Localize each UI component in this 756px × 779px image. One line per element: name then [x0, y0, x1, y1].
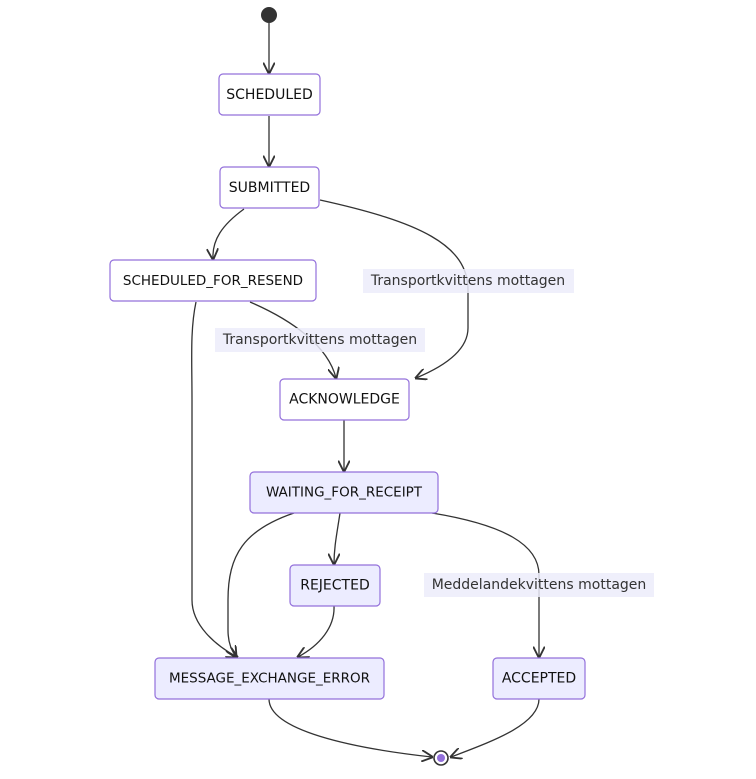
- state-message-exchange-error-label: MESSAGE_EXCHANGE_ERROR: [169, 671, 370, 687]
- edge-waiting-to-error: [228, 512, 295, 657]
- edge-label-resend-acknowledge: Transportkvittens mottagen: [215, 328, 425, 352]
- state-submitted: SUBMITTED: [219, 166, 320, 209]
- edge-waiting-to-accepted: [431, 512, 539, 657]
- state-accepted-label: ACCEPTED: [502, 671, 576, 687]
- edge-label-waiting-accepted-text: Meddelandekvittens mottagen: [432, 577, 647, 593]
- edge-resend-to-error: [191, 301, 237, 657]
- edge-label-waiting-accepted: Meddelandekvittens mottagen: [424, 573, 654, 597]
- state-scheduled-label: SCHEDULED: [226, 87, 313, 103]
- state-submitted-label: SUBMITTED: [229, 180, 310, 196]
- state-acknowledge: ACKNOWLEDGE: [279, 378, 410, 421]
- edge-label-submitted-acknowledge-text: Transportkvittens mottagen: [370, 273, 565, 289]
- edge-label-submitted-acknowledge: Transportkvittens mottagen: [363, 269, 574, 293]
- state-scheduled: SCHEDULED: [218, 73, 321, 116]
- edge-error-to-end: [268, 698, 432, 757]
- state-scheduled-for-resend-label: SCHEDULED_FOR_RESEND: [123, 273, 303, 289]
- state-waiting-for-receipt-label: WAITING_FOR_RECEIPT: [266, 485, 423, 501]
- state-acknowledge-label: ACKNOWLEDGE: [289, 392, 400, 408]
- state-waiting-for-receipt: WAITING_FOR_RECEIPT: [249, 471, 439, 514]
- state-scheduled-for-resend: SCHEDULED_FOR_RESEND: [109, 259, 317, 302]
- end-node: [433, 750, 449, 766]
- edge-rejected-to-error: [298, 605, 335, 657]
- state-message-exchange-error: MESSAGE_EXCHANGE_ERROR: [154, 657, 385, 700]
- edge-accepted-to-end: [451, 698, 540, 757]
- edge-waiting-to-rejected: [334, 512, 341, 564]
- start-node: [261, 7, 277, 23]
- state-accepted: ACCEPTED: [492, 657, 586, 700]
- edge-submitted-to-resend: [213, 208, 245, 259]
- edge-label-resend-acknowledge-text: Transportkvittens mottagen: [222, 332, 417, 348]
- state-rejected-label: REJECTED: [300, 578, 370, 594]
- state-rejected: REJECTED: [289, 564, 381, 607]
